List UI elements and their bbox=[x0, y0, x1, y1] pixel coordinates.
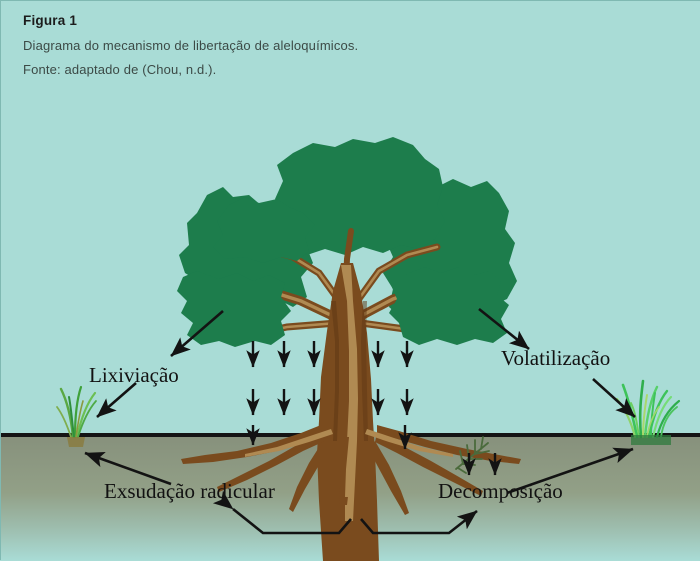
arrow-soil-to-exsudacao bbox=[84, 451, 172, 486]
figure-label: Figura 1 bbox=[23, 13, 78, 28]
decomposition-arrows bbox=[462, 453, 502, 476]
label-exsudacao-radicular: Exsudação radicular bbox=[104, 479, 275, 503]
tree-graphic bbox=[177, 137, 521, 561]
leaching-arrows-left bbox=[246, 341, 321, 446]
tree-foliage-lower bbox=[177, 197, 509, 347]
caption-block: Figura 1 Diagrama do mecanismo de libert… bbox=[23, 13, 623, 84]
grass-tuft-left bbox=[56, 385, 97, 439]
trunk-shade-right bbox=[361, 301, 368, 441]
arrow-canopy-to-volatilizacao bbox=[478, 307, 530, 351]
bracket-left-arm bbox=[212, 490, 352, 535]
trunk-highlight bbox=[341, 265, 358, 521]
process-arrows bbox=[84, 307, 636, 495]
bracket-right-arm bbox=[360, 509, 478, 535]
arrow-lixiviacao-to-grass bbox=[96, 382, 137, 418]
arrow-soil-to-decomposicao bbox=[506, 447, 634, 495]
bottom-bracket bbox=[212, 490, 478, 535]
label-decomposicao: Decomposição bbox=[438, 479, 563, 503]
figure-caption: Diagrama do mecanismo de libertação de a… bbox=[23, 38, 359, 53]
figure-source: Fonte: adaptado de (Chou, n.d.). bbox=[23, 61, 217, 77]
arrow-volatilizacao-to-grass bbox=[592, 378, 636, 418]
grass-base-right bbox=[631, 435, 671, 445]
trunk-shade bbox=[331, 301, 339, 441]
label-volatilizacao: Volatilização bbox=[501, 346, 611, 370]
label-lixiviacao: Lixiviação bbox=[89, 363, 179, 387]
arrow-canopy-to-lixiviacao bbox=[170, 310, 224, 357]
leaching-arrows-right bbox=[371, 341, 414, 450]
grass-base-left bbox=[67, 437, 85, 447]
